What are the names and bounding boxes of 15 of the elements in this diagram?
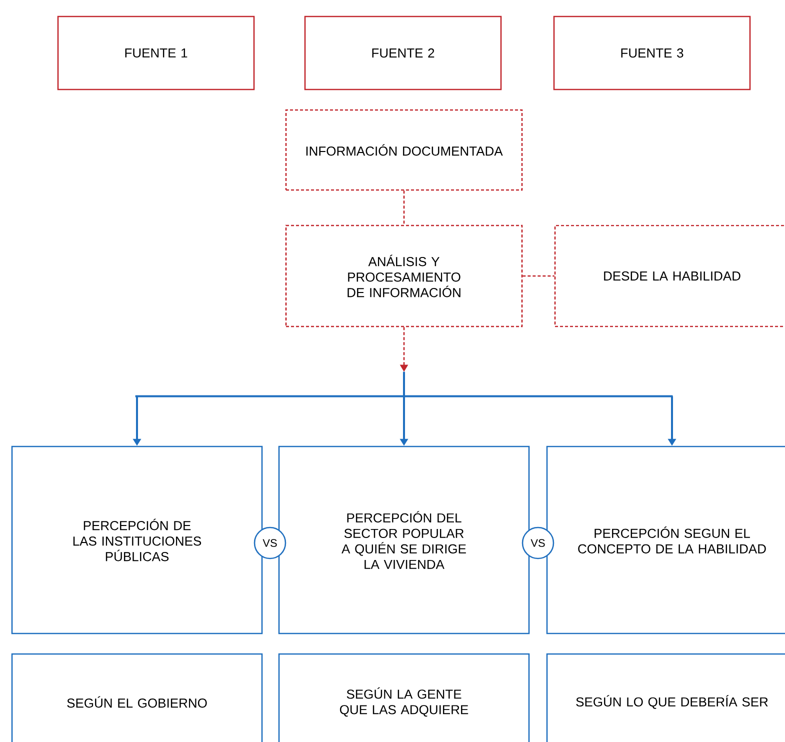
source-box: FUENTE 2 [304, 16, 502, 90]
bus-bar [134, 370, 674, 398]
connector-line [403, 190, 405, 225]
source-box: FUENTE 1 [57, 16, 255, 90]
source-box: FUENTE 3 [553, 16, 751, 90]
perception-box: SEGÚN LA GENTE QUE LAS ADQUIERE [278, 653, 530, 742]
connector-line [522, 275, 554, 277]
perception-box: SEGÚN EL GOBIERNO [11, 653, 263, 742]
process-box: INFORMACIÓN DOCUMENTADA [285, 109, 523, 191]
perception-box: PERCEPCIÓN SEGUN EL CONCEPTO DE LA HABILIDAD [546, 446, 785, 634]
perception-box: PERCEPCIÓN DEL SECTOR POPULAR A QUIÉN SE DIRIGE LA VIVIENDA [278, 446, 530, 634]
process-box: ANÁLISIS Y PROCESAMIENTO DE INFORMACIÓN [285, 224, 523, 328]
process-box: DESDE LA HABILIDAD [554, 224, 785, 328]
perception-box: PERCEPCIÓN DE LAS INSTITUCIONES PÚBLICAS [11, 446, 263, 634]
perception-box: SEGÚN LO QUE DEBERÍA SER [546, 653, 785, 742]
